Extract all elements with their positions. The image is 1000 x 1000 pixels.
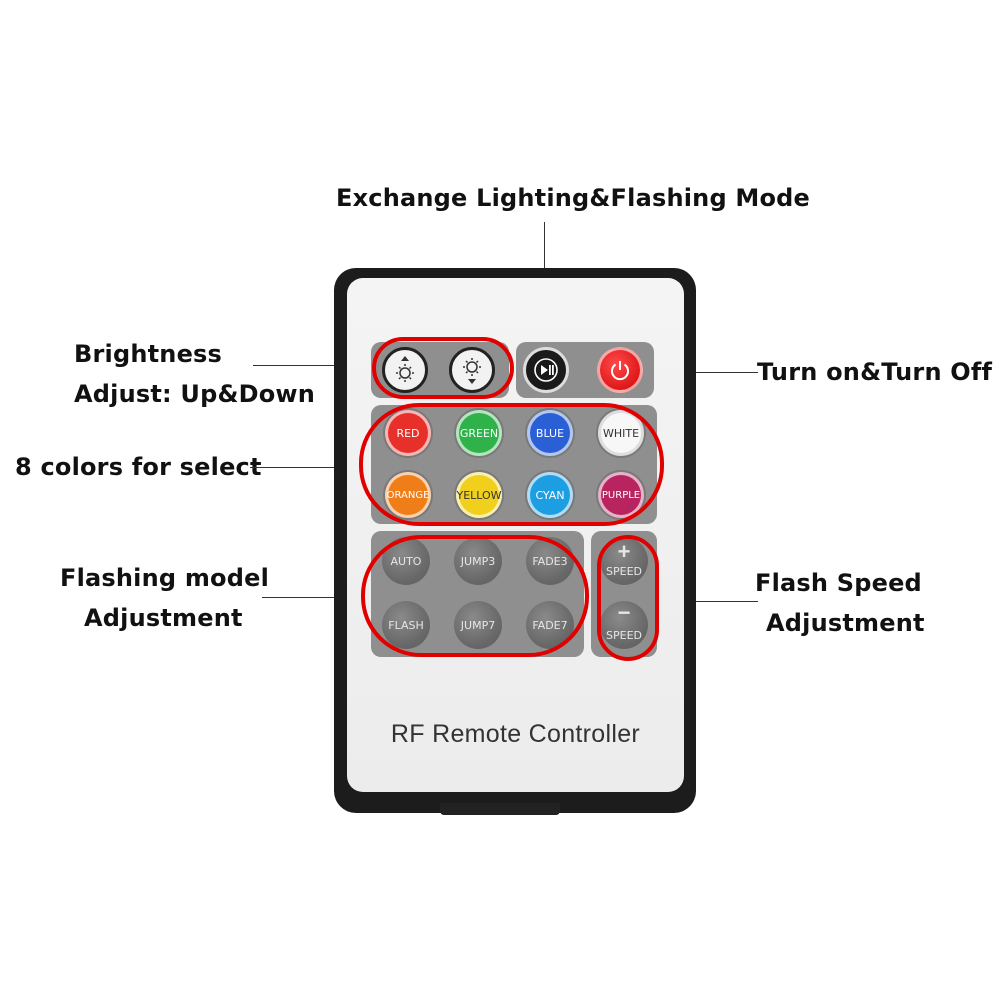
remote-footer-text: RF Remote Controller (390, 720, 641, 748)
power-button[interactable] (597, 347, 643, 393)
brightness-highlight-ring (372, 337, 514, 399)
color-button-cyan[interactable]: CYAN (527, 472, 573, 518)
brightness-down-icon (463, 358, 481, 384)
remote-bottom-tab (440, 803, 560, 815)
mode-button-label: JUMP7 (460, 618, 496, 632)
play-pause-icon (534, 358, 558, 382)
flashing-callout-line (262, 597, 362, 598)
brightness-callout-line (253, 365, 375, 366)
power-callout-line (646, 372, 758, 373)
speed-callout-line (658, 601, 758, 602)
mode-play-pause-button[interactable] (523, 347, 569, 393)
flashing-highlight-ring (361, 535, 589, 657)
color-button-blue[interactable]: BLUE (527, 410, 573, 456)
color-button-label: BLUE (535, 426, 565, 440)
speed-up-label: SPEED (606, 565, 642, 578)
brightness-callout-label-1: Brightness (74, 340, 223, 368)
color-button-label: GREEN (459, 426, 499, 440)
power-callout-label: Turn on&Turn Off (757, 358, 993, 386)
color-button-yellow[interactable]: YELLOW (456, 472, 502, 518)
colors-callout-label: 8 colors for select (15, 453, 262, 481)
speed-callout-label-2: Adjustment (766, 609, 925, 637)
mode-callout-label: Exchange Lighting&Flashing Mode (336, 184, 811, 212)
flashing-callout-label-1: Flashing model (60, 564, 270, 592)
mode-button-label: JUMP3 (460, 554, 496, 568)
colors-highlight-ring (359, 403, 664, 526)
flashing-callout-label-2: Adjustment (84, 604, 243, 632)
power-icon (611, 361, 629, 381)
colors-callout-line (250, 467, 360, 468)
mode-button-jump3[interactable]: JUMP3 (454, 537, 502, 585)
color-button-label: CYAN (535, 488, 565, 502)
speed-down-sign: − (617, 600, 631, 625)
color-button-label: YELLOW (456, 488, 502, 502)
color-button-green[interactable]: GREEN (456, 410, 502, 456)
mode-button-jump7[interactable]: JUMP7 (454, 601, 502, 649)
brightness-callout-label-2: Adjust: Up&Down (74, 380, 316, 408)
speed-highlight-ring (597, 535, 659, 661)
speed-callout-label-1: Flash Speed (755, 569, 922, 597)
